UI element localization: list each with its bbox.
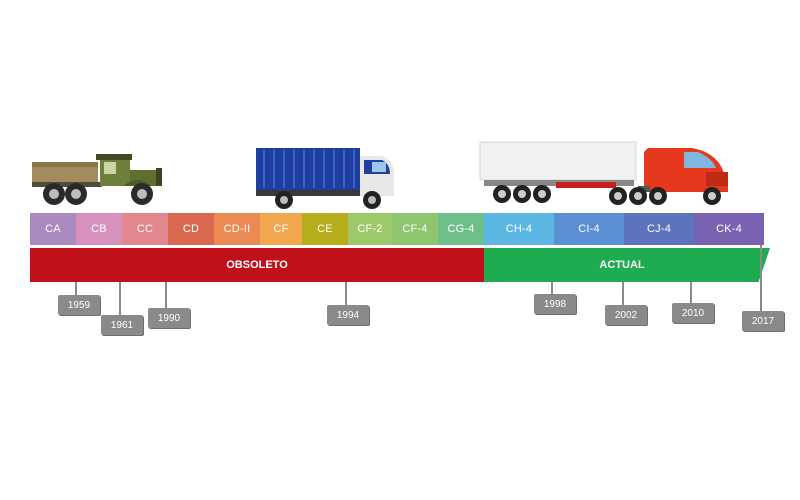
tick-2010	[690, 282, 692, 304]
tick-1961	[119, 282, 121, 316]
category-ck-4: CK-4	[694, 213, 764, 245]
category-cd: CD	[168, 213, 214, 245]
year-2002: 2002	[605, 305, 647, 325]
tick-1994	[345, 282, 347, 306]
year-1998: 1998	[534, 294, 576, 314]
year-1959: 1959	[58, 295, 100, 315]
category-cf: CF	[260, 213, 302, 245]
actual-label: ACTUAL	[599, 259, 645, 271]
category-cf-4: CF-4	[392, 213, 438, 245]
year-1994: 1994	[327, 305, 369, 325]
category-ca: CA	[30, 213, 76, 245]
category-cj-4: CJ-4	[624, 213, 694, 245]
category-ce: CE	[302, 213, 348, 245]
category-ch-4: CH-4	[484, 213, 554, 245]
tick-2017	[760, 245, 762, 313]
year-2017: 2017	[742, 311, 784, 331]
tick-1959	[75, 282, 77, 298]
year-2010: 2010	[672, 303, 714, 323]
category-cf-2: CF-2	[348, 213, 392, 245]
tick-1998	[551, 282, 553, 296]
category-ci-4: CI-4	[554, 213, 624, 245]
tick-1990	[165, 282, 167, 308]
vintage-truck-icon	[32, 154, 162, 205]
category-cd-ii: CD-II	[214, 213, 260, 245]
category-cb: CB	[76, 213, 122, 245]
year-1990: 1990	[148, 308, 190, 328]
tick-2002	[622, 282, 624, 306]
actual-bar: ACTUAL	[484, 248, 770, 282]
category-cc: CC	[122, 213, 168, 245]
semi-truck-icon	[479, 141, 728, 205]
box-truck-icon	[256, 148, 394, 209]
obsolete-bar: OBSOLETO	[30, 248, 484, 282]
year-1961: 1961	[101, 315, 143, 335]
category-cg-4: CG-4	[438, 213, 484, 245]
obsolete-label: OBSOLETO	[226, 259, 288, 271]
